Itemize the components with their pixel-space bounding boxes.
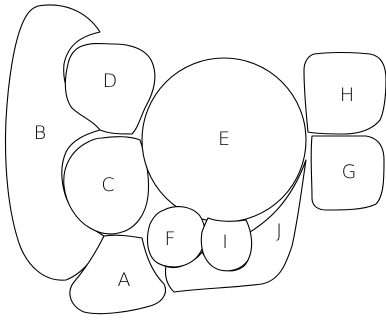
region-f-shape xyxy=(146,206,206,268)
region-g-shape xyxy=(310,135,385,211)
region-i-shape xyxy=(200,217,253,272)
region-b-label: B xyxy=(34,122,46,144)
region-c-shape xyxy=(63,136,150,235)
region-d-label: D xyxy=(103,70,118,92)
region-j-label: J xyxy=(276,220,282,242)
region-h-shape xyxy=(303,51,386,135)
region-e-label: E xyxy=(218,128,230,150)
region-h-label: H xyxy=(340,84,354,106)
region-a-shape xyxy=(69,234,167,315)
region-f-label: F xyxy=(165,228,176,250)
region-c-label: C xyxy=(101,174,114,196)
region-g-label: G xyxy=(342,161,357,183)
region-i-label: I xyxy=(222,231,228,253)
region-a-label: A xyxy=(118,269,131,291)
region-d-shape xyxy=(64,42,156,135)
